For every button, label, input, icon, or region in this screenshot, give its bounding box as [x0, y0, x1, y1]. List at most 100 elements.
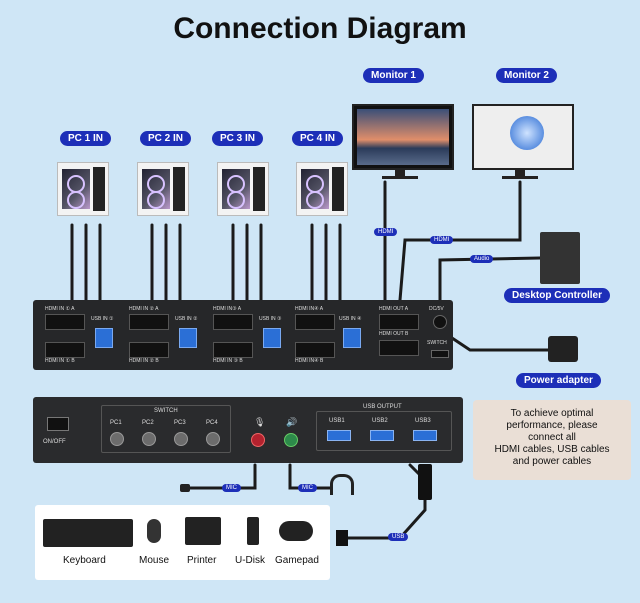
hdmi-out-a-label: HDMI OUT A: [379, 306, 409, 312]
pc2-button[interactable]: [142, 432, 156, 446]
usb-output-title: USB OUTPUT: [363, 404, 402, 410]
hdmi-tag-2: HDMI: [430, 236, 454, 244]
pc3-button[interactable]: [174, 432, 188, 446]
diagram-title: Connection Diagram: [173, 12, 467, 45]
monitor1: [352, 104, 454, 170]
hdmi2a-port[interactable]: [129, 314, 169, 330]
hdmi1b-label: HDMI IN ① B: [45, 358, 75, 364]
pc1-tower: [57, 162, 109, 216]
usb-output-group: USB OUTPUT USB1 USB2 USB3: [316, 404, 452, 451]
usbin1-label: USB IN ①: [91, 316, 114, 322]
switch-group: SWITCH PC1 PC2 PC3 PC4: [101, 405, 231, 453]
usbin3-port[interactable]: [263, 328, 281, 348]
usb-tag: USB: [388, 533, 409, 541]
usb1-port[interactable]: [327, 430, 351, 441]
gamepad-icon: [279, 521, 313, 541]
kvm-switch-back-panel: ON/OFF SWITCH PC1 PC2 PC3 PC4 🎙 🔊 USB OU…: [33, 397, 463, 463]
switch-port[interactable]: [431, 350, 449, 358]
pc2-button-label: PC2: [142, 420, 154, 426]
hdmi4b-label: HDMI IN④ B: [295, 358, 324, 364]
hdmi-out-b-port[interactable]: [379, 340, 419, 356]
note-line-5: and power cables: [512, 456, 592, 467]
monitor2: [472, 104, 574, 170]
pc1-in-label: PC 1 IN: [60, 131, 112, 146]
desktop-controller-label: Desktop Controller: [504, 288, 611, 303]
usbin1-port[interactable]: [95, 328, 113, 348]
hdmi2a-label: HDMI IN ② A: [129, 306, 159, 312]
printer-label: Printer: [187, 555, 217, 566]
audio-jack[interactable]: [284, 433, 298, 447]
usbin4-label: USB IN ④: [339, 316, 362, 322]
usb-plug: [418, 464, 432, 500]
hdmi3a-port[interactable]: [213, 314, 253, 330]
desktop-controller-device: [540, 232, 580, 284]
mic-icon: 🎙: [254, 417, 266, 427]
speaker-icon: 🔊: [286, 417, 298, 427]
microphone-device: [180, 484, 190, 492]
power-switch[interactable]: [47, 417, 69, 431]
headset-icon: [330, 474, 354, 495]
u-disk-icon: [247, 517, 259, 545]
hdmi3b-port[interactable]: [213, 342, 253, 358]
hdmi1b-port[interactable]: [45, 342, 85, 358]
usb3-port[interactable]: [413, 430, 437, 441]
mic-jack[interactable]: [251, 433, 265, 447]
printer-icon: [185, 517, 221, 545]
hdmi1a-port[interactable]: [45, 314, 85, 330]
audio-tag: Audio: [470, 255, 494, 263]
usb-connector: [336, 530, 348, 546]
instruction-note: To achieve optimal performance, please c…: [473, 400, 631, 480]
usb1-label: USB1: [329, 418, 345, 424]
mic-tag-2: MIC: [298, 484, 317, 492]
hdmi-out-a-port[interactable]: [379, 314, 419, 330]
kvm-switch-front-panel: HDMI IN ① A HDMI IN ① B USB IN ① HDMI IN…: [33, 300, 453, 370]
pc3-button-label: PC3: [174, 420, 186, 426]
note-line-2: performance, please: [506, 420, 598, 431]
keyboard-icon: [43, 519, 133, 547]
pc1-button[interactable]: [110, 432, 124, 446]
hdmi-tag-1: HDMI: [374, 228, 398, 236]
switch-port-label: SWITCH: [427, 340, 447, 346]
switch-title: SWITCH: [154, 408, 178, 414]
on-off-label: ON/OFF: [43, 439, 66, 445]
pc1-button-label: PC1: [110, 420, 122, 426]
mouse-label: Mouse: [139, 555, 170, 566]
hdmi2b-port[interactable]: [129, 342, 169, 358]
power-adapter-device: [548, 336, 578, 362]
pc4-button-label: PC4: [206, 420, 218, 426]
hdmi4b-port[interactable]: [295, 342, 335, 358]
peripherals-panel: Keyboard Mouse Printer U-Disk Gamepad: [35, 505, 330, 580]
monitor1-label: Monitor 1: [363, 68, 424, 83]
pc3-in-label: PC 3 IN: [212, 131, 264, 146]
pc2-tower: [137, 162, 189, 216]
monitor2-label: Monitor 2: [496, 68, 557, 83]
pc4-in-label: PC 4 IN: [292, 131, 344, 146]
usbin2-port[interactable]: [179, 328, 197, 348]
dc-power-jack[interactable]: [433, 315, 447, 329]
keyboard-label: Keyboard: [63, 555, 106, 566]
usb3-label: USB3: [415, 418, 431, 424]
hdmi2b-label: HDMI IN ② B: [129, 358, 159, 364]
note-line-1: To achieve optimal: [510, 408, 594, 419]
pc4-button[interactable]: [206, 432, 220, 446]
usb2-port[interactable]: [370, 430, 394, 441]
pc4-tower: [296, 162, 348, 216]
usbin3-label: USB IN ③: [259, 316, 282, 322]
gamepad-label: Gamepad: [275, 555, 319, 566]
hdmi4a-label: HDMI IN④ A: [295, 306, 324, 312]
power-adapter-label: Power adapter: [516, 373, 601, 388]
hdmi3a-label: HDMI IN③ A: [213, 306, 242, 312]
pc2-in-label: PC 2 IN: [140, 131, 192, 146]
usbin2-label: USB IN ②: [175, 316, 198, 322]
hdmi-out-b-label: HDMI OUT B: [379, 331, 409, 337]
usb2-label: USB2: [372, 418, 388, 424]
note-line-3: connect all: [528, 432, 576, 443]
hdmi3b-label: HDMI IN ③ B: [213, 358, 243, 364]
mouse-icon: [147, 519, 161, 543]
note-line-4: HDMI cables, USB cables: [494, 444, 610, 455]
hdmi4a-port[interactable]: [295, 314, 335, 330]
dc5v-label: DC/5V: [429, 306, 444, 312]
usbin4-port[interactable]: [343, 328, 361, 348]
pc3-tower: [217, 162, 269, 216]
